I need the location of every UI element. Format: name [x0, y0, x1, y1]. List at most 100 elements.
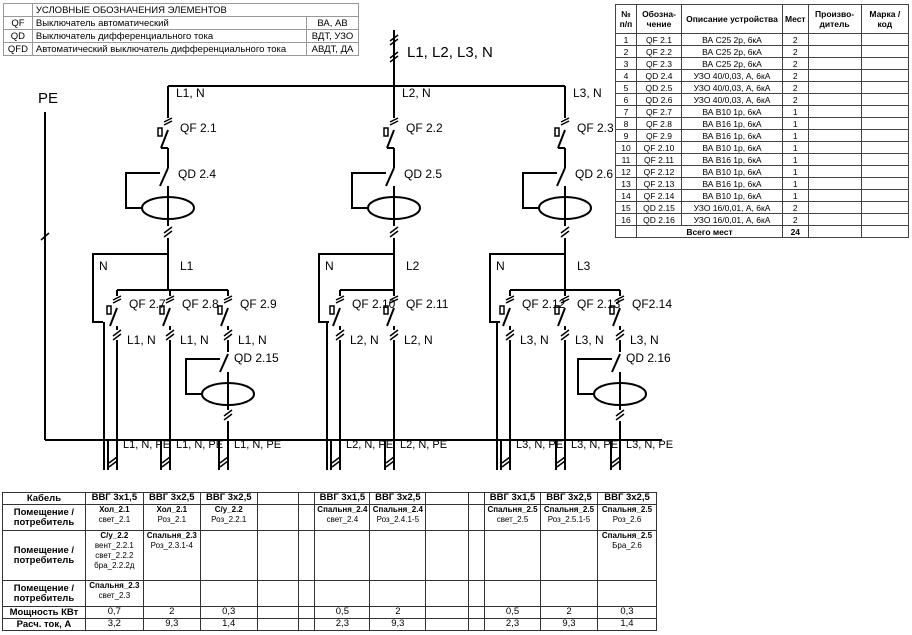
sub-mark	[223, 329, 233, 337]
consumer-cell	[199, 530, 258, 581]
branch-phase-label: L2, N	[402, 86, 431, 100]
rcd-mark	[223, 409, 233, 417]
consumer-cell	[468, 580, 486, 607]
outgoing-label: L3, N, PE	[516, 439, 563, 451]
sub-qf-contact	[615, 295, 625, 304]
room-name: Хол_2.1	[99, 505, 130, 514]
room-name: Спальня_2.3	[146, 531, 197, 540]
sub-qf-trip	[329, 305, 335, 315]
outgoing-mark	[331, 460, 341, 468]
sub-mark	[389, 329, 399, 337]
neutral-loop	[92, 253, 168, 323]
outgoing-mark	[501, 456, 511, 464]
sub-out-label: L1, N	[180, 333, 209, 347]
qd-sub-loop	[185, 358, 220, 395]
sub-qf-trip	[383, 305, 389, 315]
power-cell: 2	[540, 606, 598, 619]
main-bus-label: L1, L2, L3, N	[407, 44, 493, 61]
room-name: Спальня_2.4	[317, 505, 368, 514]
sub-mark	[560, 329, 570, 337]
outgoing-label: L3, N, PE	[571, 439, 618, 451]
current-value: 9,3	[391, 618, 405, 629]
sub-mark	[615, 333, 625, 341]
qd-1-blade	[385, 167, 395, 187]
load-name: свет_2.4	[326, 515, 359, 524]
sub-mark	[389, 333, 399, 341]
outgoing-mark	[556, 456, 566, 464]
main-bus-mark	[389, 55, 399, 63]
sub-mark	[223, 333, 233, 341]
consumer-cell	[468, 530, 486, 581]
qf-2-contact	[560, 117, 570, 126]
sub-out-label: L2, N	[350, 333, 379, 347]
cable-value: ВВГ 3х1,5	[319, 492, 366, 503]
sub-qf-trip	[609, 305, 615, 315]
spec-header-number: № п/п	[615, 4, 637, 34]
qf-1-blade	[386, 129, 395, 149]
qf-label: QF 2.2	[406, 121, 443, 135]
sub-mark	[505, 329, 515, 337]
cable-value: ВВГ 3х1,5	[91, 492, 138, 503]
sub-qf-label: QF 2.9	[240, 297, 277, 311]
current-value: 9,3	[165, 618, 179, 629]
pe-mark	[40, 232, 50, 241]
load-name: свет_2.5	[496, 515, 529, 524]
load-name: Роз_2.6	[612, 515, 642, 524]
consumer-cell	[298, 504, 316, 531]
current-value: 1,4	[620, 618, 634, 629]
row-label: Помещение / потребитель	[2, 504, 86, 531]
qf-0-blade	[160, 129, 169, 149]
consumer-cell	[425, 530, 470, 581]
load-name: Роз_2.1	[157, 515, 187, 524]
branch-mark	[560, 230, 570, 238]
current-cell: 3,2	[84, 618, 144, 631]
pe-label: PE	[38, 90, 58, 107]
sub-qf-label: QF 2.11	[406, 297, 449, 311]
qd-1-loop	[351, 172, 386, 209]
consumer-cell	[314, 530, 371, 581]
current-value: 9,3	[562, 618, 576, 629]
room-name: С/у_2.2	[214, 505, 243, 514]
power-cell: 0,3	[596, 606, 658, 619]
power-cell: 0,5	[484, 606, 541, 619]
phase-bus-label: L1	[180, 259, 194, 273]
consumer-cell	[484, 530, 541, 581]
cable-cell: ВВГ 3х2,5	[199, 492, 258, 505]
current-cell	[425, 618, 470, 631]
consumer-cell	[425, 504, 470, 531]
qf-label: QF 2.3	[577, 121, 614, 135]
outgoing-mark	[611, 456, 621, 464]
qd-label: QD 2.5	[404, 167, 442, 181]
branch-mark	[389, 230, 399, 238]
outgoing-mark	[161, 456, 171, 464]
sub-mark	[165, 333, 175, 341]
load-name: свет_2.1	[98, 515, 131, 524]
outgoing-mark	[385, 456, 395, 464]
outgoing-mark	[108, 460, 118, 468]
consumer-cell	[540, 580, 598, 607]
load-name: свет_2.3	[98, 591, 131, 600]
outgoing-mark	[556, 460, 566, 468]
sub-qf-blade	[386, 307, 395, 327]
row-label: Помещение / потребитель	[2, 530, 86, 581]
branch-phase-label: L3, N	[573, 86, 602, 100]
power-value: 0,3	[222, 606, 236, 617]
sub-mark	[505, 333, 515, 341]
power-cell	[298, 606, 316, 619]
outgoing-label: L2, N, PE	[400, 439, 447, 451]
sub-qf-label: QF 2.12	[522, 297, 566, 311]
sub-mark	[165, 329, 175, 337]
current-cell: 9,3	[142, 618, 201, 631]
rcd-mark	[615, 413, 625, 421]
